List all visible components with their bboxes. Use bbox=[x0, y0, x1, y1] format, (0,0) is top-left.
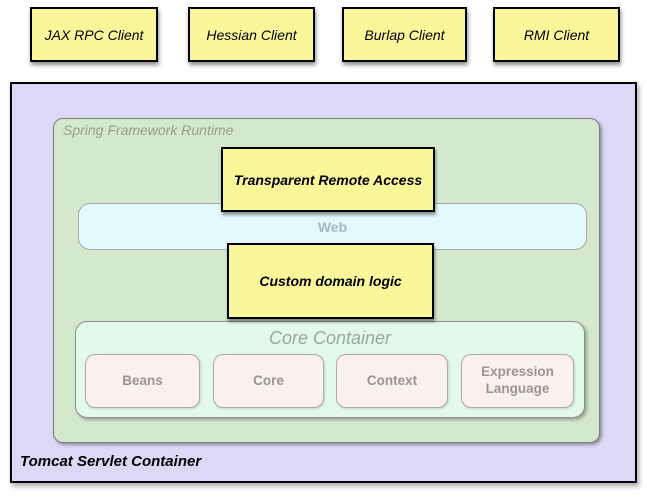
client-box-burlap: Burlap Client bbox=[342, 7, 467, 62]
module-label: Context bbox=[366, 372, 418, 388]
module-box-expression-language: Expression Language bbox=[461, 354, 574, 408]
module-label: Core bbox=[253, 372, 284, 388]
module-label: Expression Language bbox=[481, 364, 554, 396]
core-container-box: Core Container Beans Core Context Expres… bbox=[75, 321, 585, 418]
custom-domain-logic-label: Custom domain logic bbox=[259, 273, 402, 289]
module-label: Beans bbox=[122, 372, 163, 388]
module-box-context: Context bbox=[336, 354, 448, 408]
client-label: JAX RPC Client bbox=[44, 26, 144, 43]
client-box-hessian: Hessian Client bbox=[188, 7, 315, 62]
module-box-beans: Beans bbox=[85, 354, 200, 408]
spring-framework-runtime-label: Spring Framework Runtime bbox=[63, 122, 234, 138]
client-label: RMI Client bbox=[523, 26, 590, 43]
transparent-remote-access-label: Transparent Remote Access bbox=[233, 171, 423, 188]
tomcat-servlet-container-label: Tomcat Servlet Container bbox=[20, 453, 202, 470]
web-layer-label: Web bbox=[317, 218, 348, 235]
client-box-rmi: RMI Client bbox=[493, 7, 620, 62]
client-box-jax-rpc: JAX RPC Client bbox=[30, 7, 158, 62]
transparent-remote-access-box: Transparent Remote Access bbox=[221, 147, 435, 212]
module-box-core: Core bbox=[213, 354, 324, 408]
client-label: Hessian Client bbox=[206, 26, 297, 43]
client-label: Burlap Client bbox=[364, 26, 445, 43]
custom-domain-logic-box: Custom domain logic bbox=[227, 243, 434, 319]
core-container-label: Core Container bbox=[268, 328, 392, 348]
